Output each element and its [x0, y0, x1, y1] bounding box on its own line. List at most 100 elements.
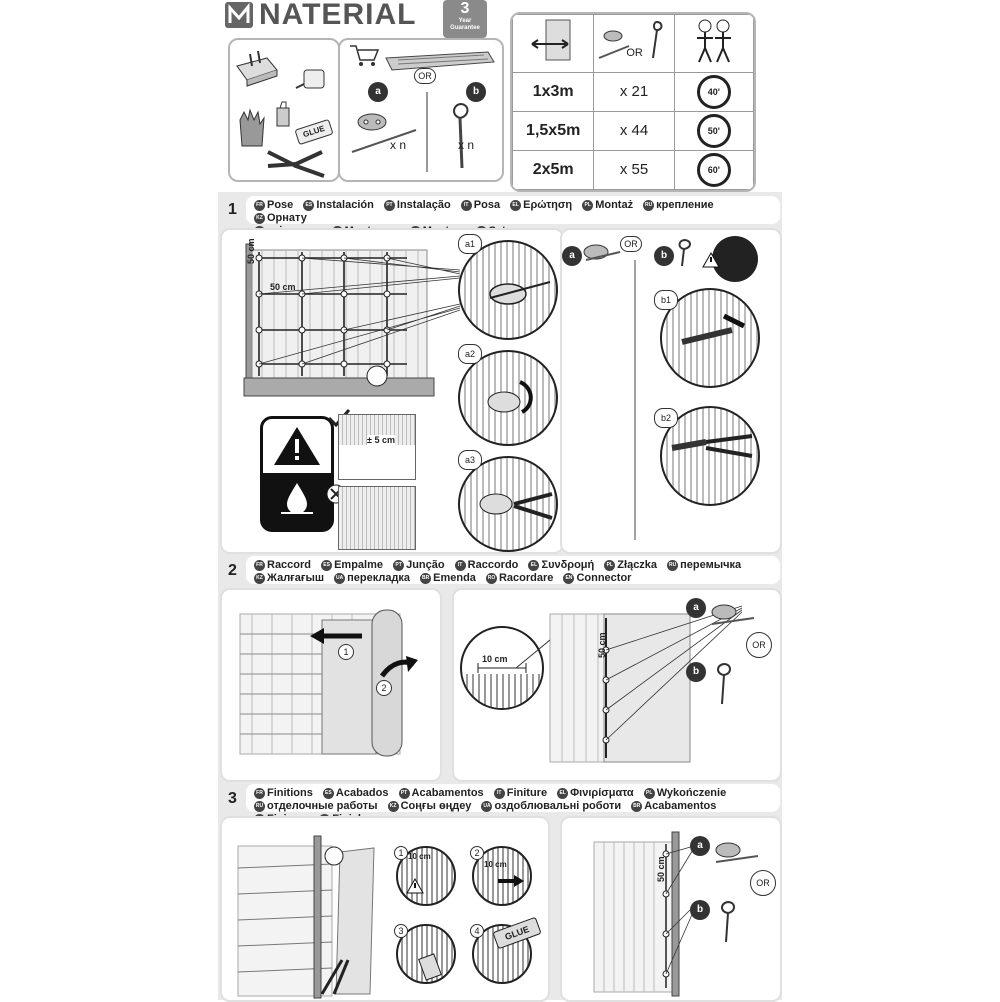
option-b-tag: b: [466, 82, 486, 102]
or-tag: OR: [620, 236, 642, 252]
option-b-tag: b: [690, 900, 710, 920]
spec-row: 1x3m x 21 40': [512, 71, 754, 112]
or-tag: OR: [750, 870, 776, 896]
fixing-header-cell: OR: [593, 14, 675, 73]
clip-icon: [583, 244, 621, 261]
cable-tie-icon: [678, 239, 691, 267]
warning-icon: [406, 877, 424, 894]
dim-vertical-label: 50 cm: [597, 632, 607, 658]
dim-horizontal-label: 50 cm: [270, 282, 296, 292]
cable-tie-icon: [721, 901, 735, 943]
multiply-a: x n: [390, 138, 407, 152]
time-cell: 40': [673, 71, 754, 112]
tag-b2: b2: [654, 408, 678, 428]
roll-header-cell: [512, 14, 595, 73]
time-cell: 60': [673, 149, 754, 190]
warning-hand-badge: [702, 236, 758, 282]
step3-right-panel: 50 cm a OR b: [560, 816, 782, 1002]
cable-tie-icon: [453, 103, 469, 169]
option-a-tag: a: [368, 82, 388, 102]
setup-time: 40': [707, 86, 720, 97]
step-arrow-1: 1: [338, 644, 354, 660]
unroll-illustration: [239, 609, 418, 757]
divider-line: [634, 260, 636, 540]
fence-grid-illustration: [243, 243, 461, 397]
fixing-qty: x 21: [593, 71, 675, 112]
arrow-right-icon: [498, 875, 524, 887]
pliers-detail-icon: [479, 492, 553, 520]
tape-measure-icon: [295, 69, 325, 89]
tag-a1: a1: [458, 234, 482, 254]
gloves-icon: [239, 108, 265, 147]
cut-label-1: 10 cm: [408, 852, 431, 861]
gap-label: ± 5 cm: [367, 435, 395, 445]
clip-a-icon: [351, 113, 417, 153]
tie-cut-icon: [671, 434, 753, 458]
water-drop-icon: [281, 483, 313, 514]
sub-step-2: 2: [470, 846, 484, 860]
tools-panel: GLUE: [228, 38, 340, 182]
spec-table: OR 1x3m x 21 40' 1,5x5m x 44: [512, 14, 754, 190]
clip-icon: [711, 604, 755, 625]
tag-a3: a3: [458, 450, 482, 470]
cable-tie-icon: [717, 663, 731, 705]
arrow-turn-icon: [487, 380, 533, 414]
gap-wrong-illustration: [338, 486, 416, 550]
setup-time: 60': [707, 164, 720, 175]
overlap-label: 10 cm: [482, 654, 508, 664]
guarantee-badge: 3 Year Guarantee: [443, 0, 487, 38]
water-drop-box: [263, 473, 331, 529]
sub-step-4: 4: [470, 924, 484, 938]
brand-logo: NATERIAL: [225, 0, 435, 31]
sub-step-1: 1: [394, 846, 408, 860]
roll-size: 2x5m: [512, 149, 595, 190]
warning-water-sign: [260, 416, 334, 532]
tag-b1: b1: [654, 290, 678, 310]
guarantee-line-2: Guarantee: [450, 25, 480, 31]
option-a-tag: a: [562, 246, 582, 266]
dim-vertical-label: 50 cm: [246, 238, 256, 264]
clip-detail-icon: [489, 281, 551, 305]
glue-label: GLUE: [301, 123, 326, 140]
stopwatch-icon: 50': [696, 113, 731, 148]
step2-right-panel: 10 cm 50 cm a OR b: [452, 588, 782, 782]
lighter-icon: [418, 953, 442, 981]
setup-time: 50': [707, 125, 720, 136]
step2-left-panel: 1 2: [220, 588, 442, 782]
or-tag: OR: [746, 632, 772, 658]
warning-icon: [702, 251, 720, 268]
cut-label-2: 10 cm: [484, 860, 507, 869]
guarantee-line-1: Year: [458, 18, 472, 24]
roll-width-icon: [531, 19, 571, 61]
warning-icon: [274, 427, 320, 465]
step1-number: 1: [228, 201, 237, 218]
stopwatch-icon: 40': [696, 74, 731, 109]
step3-left-panel: 1 10 cm 2 10 cm 3 GLUE 4: [220, 816, 550, 1002]
logo-mark-icon: [225, 2, 253, 28]
pliers-icon: [267, 150, 325, 178]
guarantee-years: 3: [460, 0, 470, 17]
detail-b1-circle: [660, 288, 760, 388]
fixing-qty: x 44: [593, 110, 675, 151]
step2-number: 2: [228, 562, 237, 579]
tag-a2: a2: [458, 344, 482, 364]
fixings-panel: a b OR x n x n: [338, 38, 504, 182]
stopwatch-icon: 60': [696, 152, 731, 187]
glue-tube: GLUE: [294, 118, 334, 146]
